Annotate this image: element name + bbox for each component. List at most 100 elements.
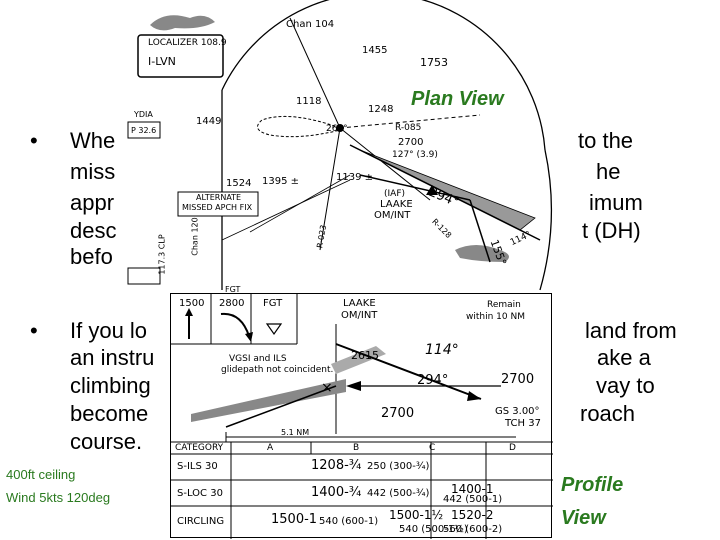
minima-row-loc-d-hat: 442 (500-1)	[443, 494, 503, 505]
minima-row-circling-d-hat: 560 (600-2)	[443, 524, 503, 535]
plan-label-ydia: YDIA	[134, 110, 153, 119]
profile-vgsi-2: glidepath not coincident.	[221, 365, 334, 375]
plan-label-alternate: ALTERNATE	[196, 193, 242, 202]
plan-label-chan-top: Chan 104	[286, 19, 335, 30]
minima-row-circling-hat: 540 (600-1)	[319, 516, 379, 527]
plan-label-chan120: Chan 120	[190, 217, 200, 256]
profile-remain-1: Remain	[487, 300, 521, 310]
profile-om-int: OM/INT	[341, 310, 378, 321]
plan-label-missed-fix: MISSED APCH FIX	[182, 203, 253, 212]
plan-view-chart: Chan 104 LOCALIZER 108.9 I-LVN 1455 1753…	[127, 0, 553, 294]
caption-profile-line-1: Profile	[561, 474, 624, 496]
bullet-2-line-1: If you lo	[70, 318, 148, 343]
bullet-1-line-5: befo	[70, 244, 113, 269]
minima-row-ils-ab: 1208-¾	[311, 458, 362, 473]
bullet-1-tail-3: imum	[589, 190, 643, 215]
bullet-1-line-2: miss	[70, 159, 116, 184]
svg-text:×: ×	[321, 380, 333, 396]
profile-laake: LAAKE	[343, 298, 376, 309]
plan-label-fgt: FGT	[225, 285, 241, 294]
profile-col-1500: 1500	[179, 298, 205, 309]
minima-header-c: C	[429, 443, 436, 453]
profile-tch: TCH 37	[505, 418, 541, 429]
plan-label-ident: I-LVN	[148, 55, 176, 68]
minima-row-loc-hat: 442 (500-¾)	[367, 488, 430, 499]
plan-label-1449: 1449	[196, 116, 222, 127]
plan-label-localizer: LOCALIZER 108.9	[148, 38, 227, 48]
minima-row-ils-label: S-ILS 30	[177, 461, 218, 472]
profile-2700a: 2700	[501, 372, 535, 387]
bullet-2-line-4: become	[70, 401, 149, 426]
plan-view-graphics	[127, 0, 553, 291]
bullet-2-tail-1: land from	[585, 318, 677, 343]
profile-col-fgt: FGT	[263, 298, 283, 309]
profile-remain-2: within 10 NM	[466, 312, 525, 322]
bullet-2-tail-4: roach	[580, 401, 636, 426]
minima-row-ils-hat: 250 (300-¾)	[367, 461, 430, 472]
profile-glidepath-feather	[191, 379, 346, 422]
bullet-missed-approach: • Whe miss appr desc befo to the he imum…	[30, 128, 680, 269]
plan-label-course-127: 127° (3.9)	[392, 150, 438, 160]
caption-plan-view: Plan View	[411, 88, 504, 110]
minima-row-loc-d: 1400-1	[451, 482, 494, 496]
caption-profile-line-2: View	[561, 507, 606, 529]
plan-label-1139: 1139 ±	[336, 172, 374, 183]
minima-row-circling-d: 1520-2	[451, 508, 494, 522]
minima-header-a: A	[267, 443, 274, 453]
profile-view-chart: × 1500 2800 FGT LAAKE OM/INT Remain with…	[170, 293, 553, 539]
bullet-glyph: •	[30, 318, 38, 343]
plan-label-r085: R-085	[395, 123, 422, 133]
bullet-1-line-1: Whe	[70, 128, 116, 153]
minima-row-loc-label: S-LOC 30	[177, 488, 223, 499]
minima-row-circling-c: 1500-1½	[389, 508, 444, 522]
bullet-1-line-4: desc	[70, 218, 117, 243]
plan-label-265: 265°	[326, 124, 348, 134]
bullet-lose-visual: • If you lo an instru climbing become co…	[30, 318, 690, 458]
bullet-2-tail-2: ake a	[597, 345, 651, 370]
plan-label-freq: P 32.6	[131, 126, 157, 135]
bullet-glyph: •	[30, 128, 38, 153]
ydia-box	[127, 121, 161, 139]
bullet-2-line-3: climbing	[70, 373, 151, 398]
localizer-box	[137, 34, 224, 78]
plan-label-1524: 1524	[226, 178, 252, 189]
plan-label-1118: 1118	[296, 96, 322, 107]
bullet-1-tail-4: t (DH)	[582, 218, 641, 243]
weather-wind: Wind 5kts 120deg	[6, 490, 111, 505]
minima-header-b: B	[353, 443, 360, 453]
profile-2615: 2615	[351, 349, 379, 362]
plan-label-1248: 1248	[368, 104, 394, 115]
profile-graphics: ×	[171, 294, 553, 539]
plan-label-1753: 1753	[420, 56, 448, 69]
bullet-2-line-5: course.	[70, 429, 143, 454]
plan-label-clp: 117.3 CLP	[157, 234, 167, 275]
alternate-fix-box	[177, 191, 259, 217]
minima-header-category: CATEGORY	[175, 443, 224, 453]
bullet-1-tail-1: to the	[578, 128, 634, 153]
profile-col-2800: 2800	[219, 298, 245, 309]
minima-row-circling-label: CIRCLING	[177, 516, 225, 527]
minima-row-circling-c-hat: 540 (500-1½)	[399, 524, 468, 535]
plan-label-om-int: OM/INT	[374, 210, 411, 221]
range-circle	[221, 0, 546, 151]
lake-shape	[150, 15, 215, 31]
profile-2700b: 2700	[381, 406, 415, 421]
plan-label-laake: LAAKE	[380, 199, 413, 210]
plan-label-1455: 1455	[362, 45, 388, 56]
plan-label-1395: 1395 ±	[262, 176, 300, 187]
plan-label-iaf: (IAF)	[384, 189, 406, 199]
bullet-1-line-3: appr	[70, 190, 115, 215]
minima-row-loc-ab: 1400-¾	[311, 485, 362, 500]
bullet-2-tail-3: vay to	[596, 373, 655, 398]
holding-loop	[257, 115, 341, 138]
ydia-box	[127, 267, 161, 285]
profile-294: 294°	[417, 373, 449, 388]
bullet-2-line-2: an instru	[70, 345, 155, 370]
minima-header-d: D	[509, 443, 516, 453]
lake-shape	[455, 245, 509, 262]
profile-vgsi-1: VGSI and ILS	[229, 354, 287, 364]
minima-row-circling-ab: 1500-1	[271, 512, 318, 527]
weather-ceiling: 400ft ceiling	[6, 467, 76, 482]
plan-label-2700: 2700	[398, 137, 424, 148]
